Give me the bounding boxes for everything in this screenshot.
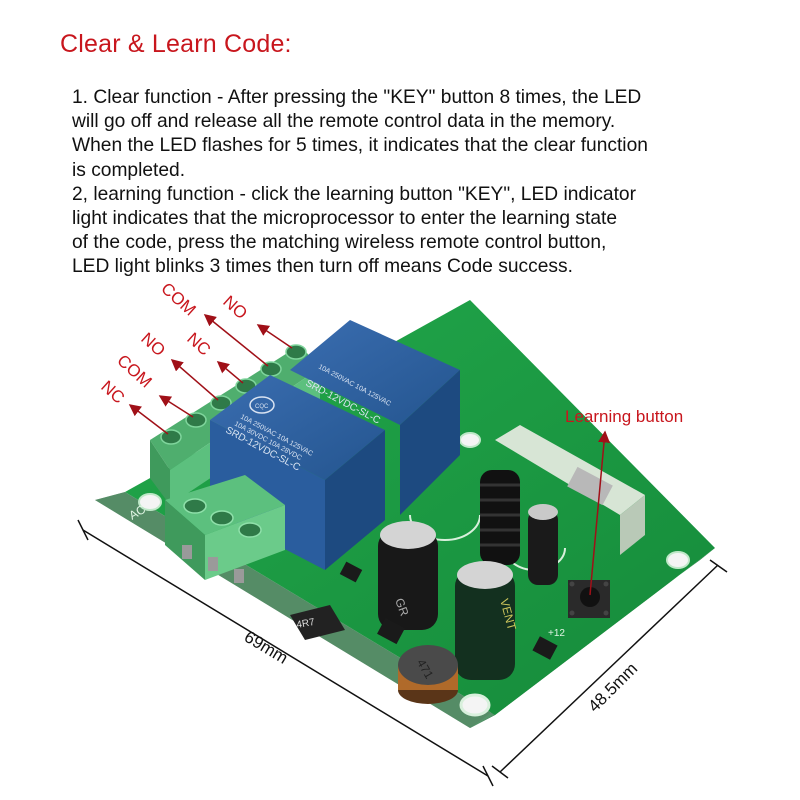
svg-text:GR: GR: [392, 596, 411, 618]
instruction-line: 2, learning function - click the learnin…: [72, 183, 636, 205]
instruction-line: light indicates that the microprocessor …: [72, 208, 618, 230]
label-com-1: COM: [157, 279, 199, 320]
instruction-line: will go off and release all the remote c…: [72, 111, 616, 133]
svg-text:CQC: CQC: [255, 404, 269, 410]
instruction-line: is completed.: [72, 159, 186, 181]
dimension-width: [491, 559, 728, 779]
instruction-line: 1. Clear function - After pressing the "…: [72, 87, 642, 108]
learning-button-callout: Learning button: [565, 407, 683, 596]
rf-receiver-module: [495, 425, 645, 555]
learning-button-label: Learning button: [565, 407, 683, 426]
inductor-471: 471: [398, 645, 458, 704]
page-title: Clear & Learn Code:: [60, 30, 292, 58]
instruction-line: LED light blinks 3 times then turn off m…: [72, 256, 573, 278]
instructions-text: 1. Clear function - After pressing the "…: [72, 86, 752, 280]
capacitor-small: [528, 504, 558, 585]
svg-text:+12: +12: [548, 628, 565, 639]
dimension-length-label: 69mm: [241, 627, 291, 668]
terminal-block-power: [165, 475, 285, 583]
svg-text:4R7: 4R7: [296, 617, 316, 631]
label-no-2: NO: [137, 329, 169, 360]
instruction-line: When the LED flashes for 5 times, it ind…: [72, 135, 648, 157]
learning-button-switch: +12: [548, 580, 610, 639]
capacitor-vent: VENT: [455, 561, 519, 680]
dimension-width-label: 48.5mm: [584, 659, 641, 716]
label-nc-2: NC: [97, 377, 128, 408]
ic-chip: [532, 636, 558, 660]
resistor-4r7: 4R7: [290, 605, 345, 640]
antenna-coil: [480, 470, 520, 565]
label-no-1: NO: [219, 292, 251, 323]
ic-chip: [377, 617, 405, 645]
dimension-length: [77, 519, 494, 787]
capacitor-left: GR: [378, 521, 438, 630]
label-nc-1: NC: [183, 329, 214, 360]
instruction-line: of the code, press the matching wireless…: [72, 232, 607, 254]
ic-chip: [339, 561, 363, 583]
